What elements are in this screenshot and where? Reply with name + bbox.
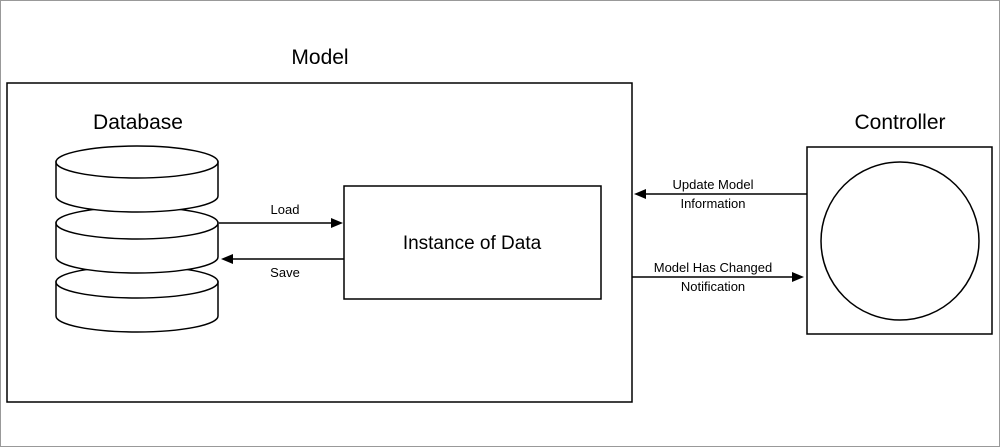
load-label: Load (271, 202, 300, 217)
database-disk-middle (55, 206, 219, 274)
model-changed-label-line2: Notification (681, 279, 745, 294)
instance-of-data-label: Instance of Data (403, 233, 542, 254)
load-arrow (219, 218, 343, 228)
instance-of-data-box (343, 185, 602, 300)
update-model-label-line1: Update Model (673, 177, 754, 192)
controller-title: Controller (854, 111, 945, 134)
update-model-arrow (634, 189, 807, 199)
save-label: Save (270, 265, 300, 280)
database-title: Database (93, 111, 183, 134)
database-icon (55, 145, 219, 333)
model-title: Model (291, 46, 348, 69)
database-disk-bottom (55, 265, 219, 333)
update-model-label-line2: Information (680, 196, 745, 211)
save-arrow (221, 254, 344, 264)
model-changed-label-line1: Model Has Changed (654, 260, 773, 275)
controller-circle (820, 161, 980, 321)
model-changed-arrow (632, 272, 804, 282)
database-disk-top (55, 145, 219, 213)
